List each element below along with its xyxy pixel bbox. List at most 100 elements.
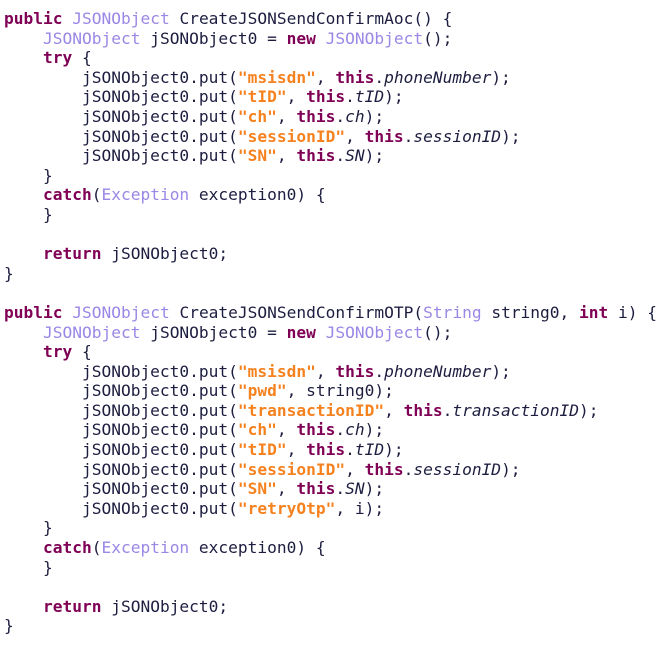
code-line: jSONObject0.put("retryOtp", i);: [4, 499, 657, 519]
string-literal-token: "tID": [237, 440, 287, 460]
code-token: }: [4, 204, 53, 224]
code-token: .: [374, 361, 385, 381]
code-token: ,: [286, 87, 307, 107]
code-token: jSONObject0.put(: [4, 498, 238, 518]
string-literal-token: "SN": [237, 479, 277, 499]
keyword-token: this: [296, 146, 336, 166]
string-literal-token: "sessionID": [237, 459, 346, 479]
keyword-token: this: [306, 440, 346, 460]
code-line: }: [4, 166, 657, 186]
type-token: JSONObject: [72, 302, 170, 322]
code-line: [4, 283, 657, 303]
code-token: );: [501, 126, 521, 146]
code-token: .: [335, 420, 346, 440]
code-token: exception0) {: [189, 538, 326, 558]
field-token: sessionID: [413, 126, 502, 146]
code-line: return jSONObject0;: [4, 244, 657, 264]
code-token: .: [345, 87, 355, 107]
code-token: (: [91, 538, 102, 558]
field-token: phoneNumber: [384, 67, 492, 87]
code-token: .: [403, 459, 414, 479]
code-token: .: [335, 146, 346, 166]
string-literal-token: "msisdn": [237, 361, 316, 381]
code-line: jSONObject0.put("pwd", string0);: [4, 381, 657, 401]
code-token: [4, 538, 43, 557]
code-token: jSONObject0 =: [140, 322, 287, 342]
code-line: }: [4, 205, 657, 225]
code-token: [4, 244, 43, 263]
string-literal-token: "ch": [237, 420, 277, 440]
type-token: JSONObject: [72, 9, 170, 28]
code-token: );: [384, 440, 404, 460]
code-line: jSONObject0.put("ch", this.ch);: [4, 107, 657, 127]
field-token: ch: [345, 106, 365, 126]
code-token: {: [72, 48, 92, 68]
code-token: );: [491, 361, 511, 381]
code-line: jSONObject0.put("tID", this.tID);: [4, 87, 657, 107]
code-token: jSONObject0.put(: [4, 126, 238, 146]
code-token: (: [91, 185, 102, 205]
code-token: jSONObject0.put(: [4, 106, 238, 126]
keyword-token: this: [403, 400, 443, 420]
code-token: CreateJSONSendConfirmAoc() {: [169, 9, 453, 28]
code-token: ,: [276, 146, 297, 166]
code-token: [4, 29, 43, 48]
keyword-token: this: [296, 479, 336, 499]
keyword-token: this: [364, 126, 404, 146]
code-token: ,: [315, 67, 336, 87]
code-token: jSONObject0.put(: [4, 361, 238, 381]
code-token: jSONObject0.put(: [4, 420, 238, 440]
field-token: tID: [354, 87, 385, 107]
code-token: jSONObject0;: [101, 596, 229, 616]
code-token: [316, 323, 326, 342]
code-token: .: [335, 106, 346, 126]
code-token: ,: [286, 440, 307, 460]
keyword-token: catch: [42, 538, 92, 558]
keyword-token: this: [306, 87, 346, 107]
code-token: [4, 185, 43, 204]
code-token: [62, 9, 72, 28]
keyword-token: this: [335, 67, 375, 87]
keyword-token: return: [42, 596, 102, 616]
code-token: );: [364, 106, 385, 126]
string-literal-token: "sessionID": [237, 126, 346, 146]
code-line: jSONObject0.put("msisdn", this.phoneNumb…: [4, 362, 657, 382]
field-token: sessionID: [413, 459, 502, 479]
field-token: phoneNumber: [384, 361, 492, 381]
code-token: }: [4, 518, 53, 538]
code-token: ,: [276, 106, 297, 126]
code-line: jSONObject0.put("SN", this.SN);: [4, 479, 657, 499]
code-line: jSONObject0.put("tID", this.tID);: [4, 440, 657, 460]
code-token: jSONObject0.put(: [4, 87, 238, 107]
code-token: .: [442, 400, 453, 420]
type-token: Exception: [101, 538, 190, 558]
code-line: jSONObject0.put("SN", this.SN);: [4, 146, 657, 166]
code-line: catch(Exception exception0) {: [4, 185, 657, 205]
type-token: JSONObject: [42, 322, 141, 342]
code-token: , i);: [335, 498, 385, 518]
keyword-token: this: [296, 106, 336, 126]
code-token: ();: [423, 322, 453, 342]
code-token: [4, 48, 43, 67]
field-token: transactionID: [452, 400, 580, 420]
code-line: }: [4, 616, 657, 636]
code-line: JSONObject jSONObject0 = new JSONObject(…: [4, 323, 657, 343]
code-line: jSONObject0.put("msisdn", this.phoneNumb…: [4, 68, 657, 88]
code-token: );: [501, 459, 521, 479]
code-token: .: [345, 440, 355, 460]
code-line: }: [4, 264, 657, 284]
code-token: ();: [423, 28, 453, 48]
code-token: );: [491, 67, 511, 87]
code-line: jSONObject0.put("sessionID", this.sessio…: [4, 460, 657, 480]
keyword-token: public: [4, 9, 63, 28]
code-line: JSONObject jSONObject0 = new JSONObject(…: [4, 29, 657, 49]
code-token: [4, 597, 43, 616]
keyword-token: this: [364, 459, 404, 479]
code-token: .: [374, 67, 385, 87]
keyword-token: public: [4, 302, 63, 322]
code-token: jSONObject0.put(: [4, 459, 238, 479]
code-line: public JSONObject CreateJSONSendConfirmA…: [4, 9, 657, 29]
string-literal-token: "pwd": [237, 381, 287, 401]
keyword-token: return: [42, 244, 102, 264]
code-view: public JSONObject CreateJSONSendConfirmA…: [4, 9, 657, 636]
